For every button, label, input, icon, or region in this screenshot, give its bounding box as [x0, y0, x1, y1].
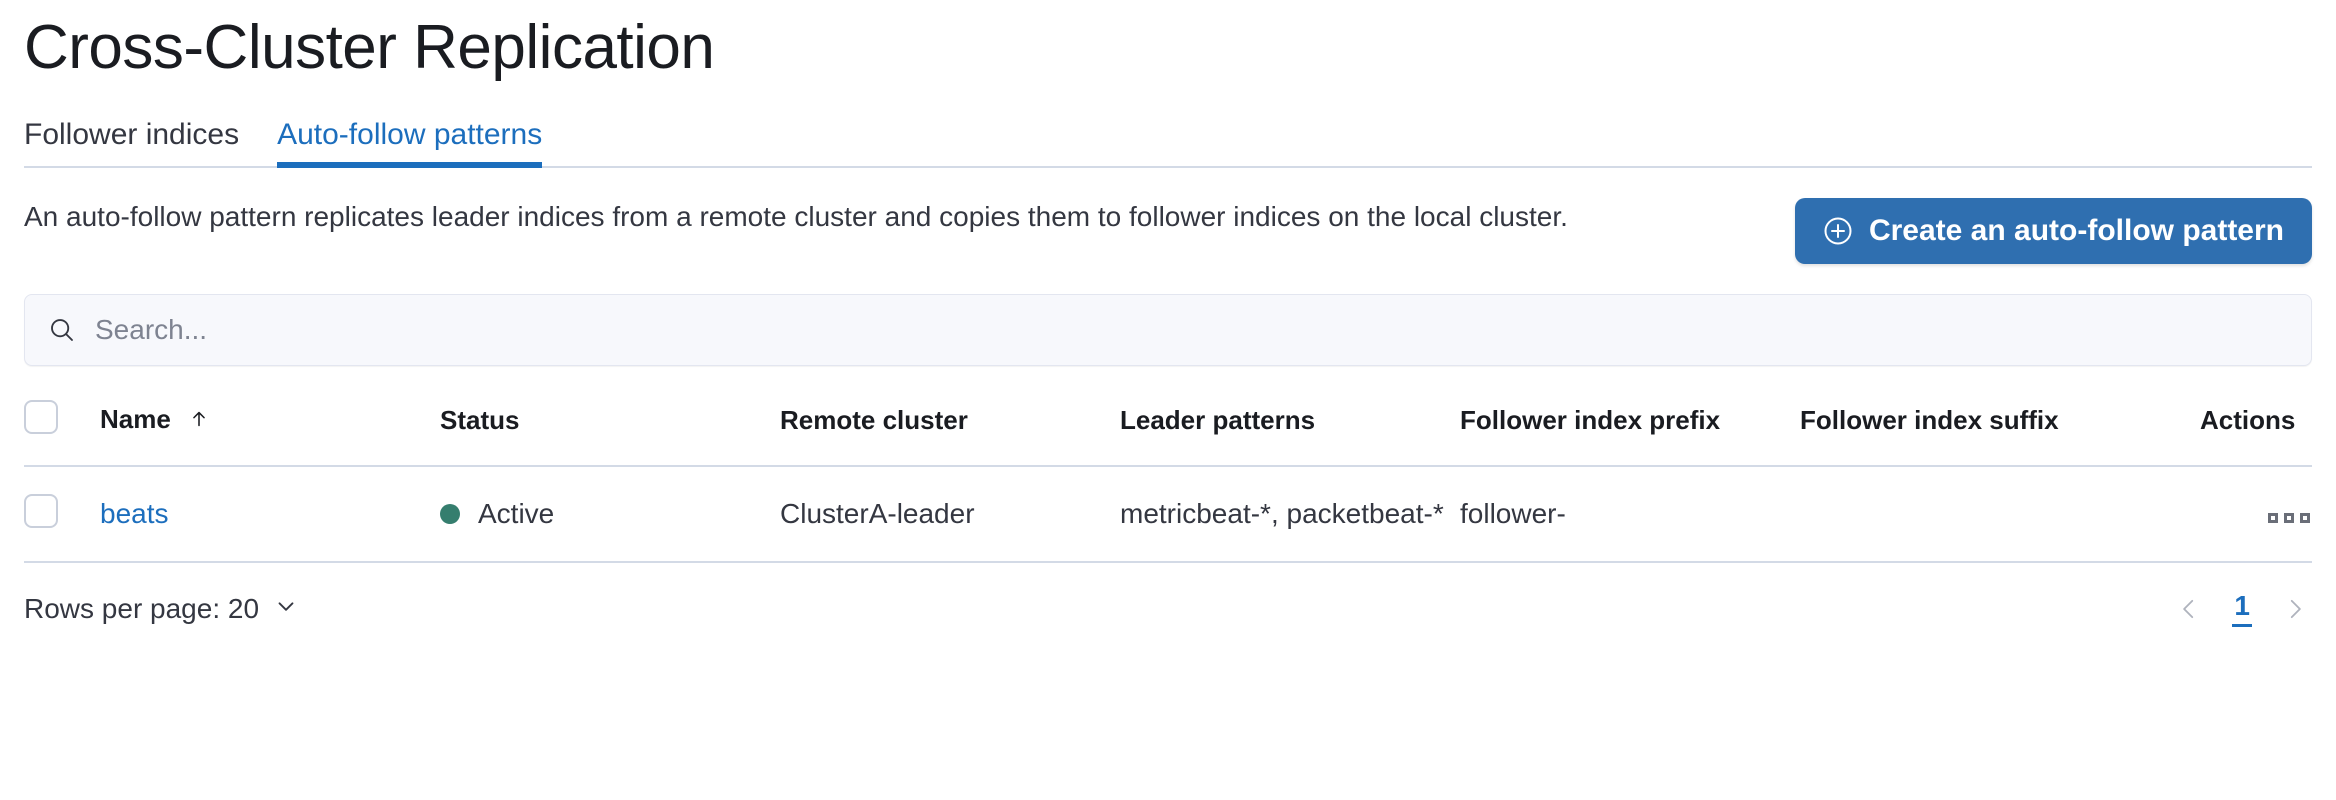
more-actions-icon[interactable]	[2266, 507, 2312, 529]
chevron-down-icon	[273, 593, 299, 626]
cell-actions	[2200, 466, 2312, 562]
column-header-actions: Actions	[2200, 405, 2296, 436]
row-checkbox[interactable]	[24, 493, 58, 528]
search-input[interactable]	[95, 295, 2289, 366]
tab-follower-indices[interactable]: Follower indices	[24, 118, 240, 152]
column-header-follower-index-suffix[interactable]: Follower index suffix	[1800, 405, 2059, 436]
create-button-label: Create an auto-follow pattern	[1868, 214, 2284, 248]
table-row: beats Active ClusterA-leader metricbeat-…	[24, 466, 2312, 563]
select-all-checkbox[interactable]	[24, 400, 58, 435]
column-header-name[interactable]: Name	[100, 400, 440, 466]
cell-leader-patterns: metricbeat-*, packetbeat-*	[1120, 498, 1444, 530]
pagination-page-1[interactable]: 1	[2232, 590, 2252, 627]
cell-follower-index-suffix	[1800, 466, 2200, 562]
cell-follower-index-prefix: follower-	[1460, 498, 1566, 530]
table-header-row: Name Status Remote cluster Leader patter…	[24, 400, 2312, 467]
page-title: Cross-Cluster Replication	[24, 13, 715, 82]
cell-name: beats	[100, 466, 440, 562]
search-icon	[47, 315, 77, 345]
status-label: Active	[478, 498, 555, 530]
rows-per-page-label: Rows per page: 20	[24, 593, 260, 625]
cell-status: Active	[440, 466, 780, 562]
column-header-status[interactable]: Status	[440, 405, 520, 436]
status-dot-icon	[440, 504, 460, 525]
chevron-left-icon[interactable]	[2172, 592, 2206, 626]
column-header-follower-index-prefix[interactable]: Follower index prefix	[1460, 405, 1721, 436]
search-bar[interactable]	[24, 294, 2312, 367]
rows-per-page-selector[interactable]: Rows per page: 20	[24, 593, 299, 626]
pagination: 1	[2172, 590, 2312, 627]
page-description: An auto-follow pattern replicates leader…	[24, 201, 1568, 233]
row-select-cell	[24, 466, 100, 562]
column-header-leader-patterns[interactable]: Leader patterns	[1120, 405, 1316, 436]
plus-in-circle-icon	[1823, 216, 1853, 246]
auto-follow-patterns-table: Name Status Remote cluster Leader patter…	[24, 400, 2312, 563]
tab-bar: Follower indices Auto-follow patterns	[24, 110, 2312, 169]
select-all-header	[24, 400, 100, 466]
column-header-name-label: Name	[100, 404, 171, 435]
table-footer: Rows per page: 20 1	[24, 590, 2312, 627]
create-auto-follow-pattern-button[interactable]: Create an auto-follow pattern	[1794, 198, 2312, 265]
cell-remote-cluster: ClusterA-leader	[780, 498, 975, 530]
column-header-remote-cluster[interactable]: Remote cluster	[780, 405, 968, 436]
tab-auto-follow-patterns[interactable]: Auto-follow patterns	[277, 120, 543, 169]
auto-follow-pattern-link[interactable]: beats	[100, 498, 169, 530]
arrow-up-icon	[188, 406, 210, 437]
intro-row: An auto-follow pattern replicates leader…	[24, 196, 2312, 265]
chevron-right-icon[interactable]	[2278, 592, 2312, 626]
